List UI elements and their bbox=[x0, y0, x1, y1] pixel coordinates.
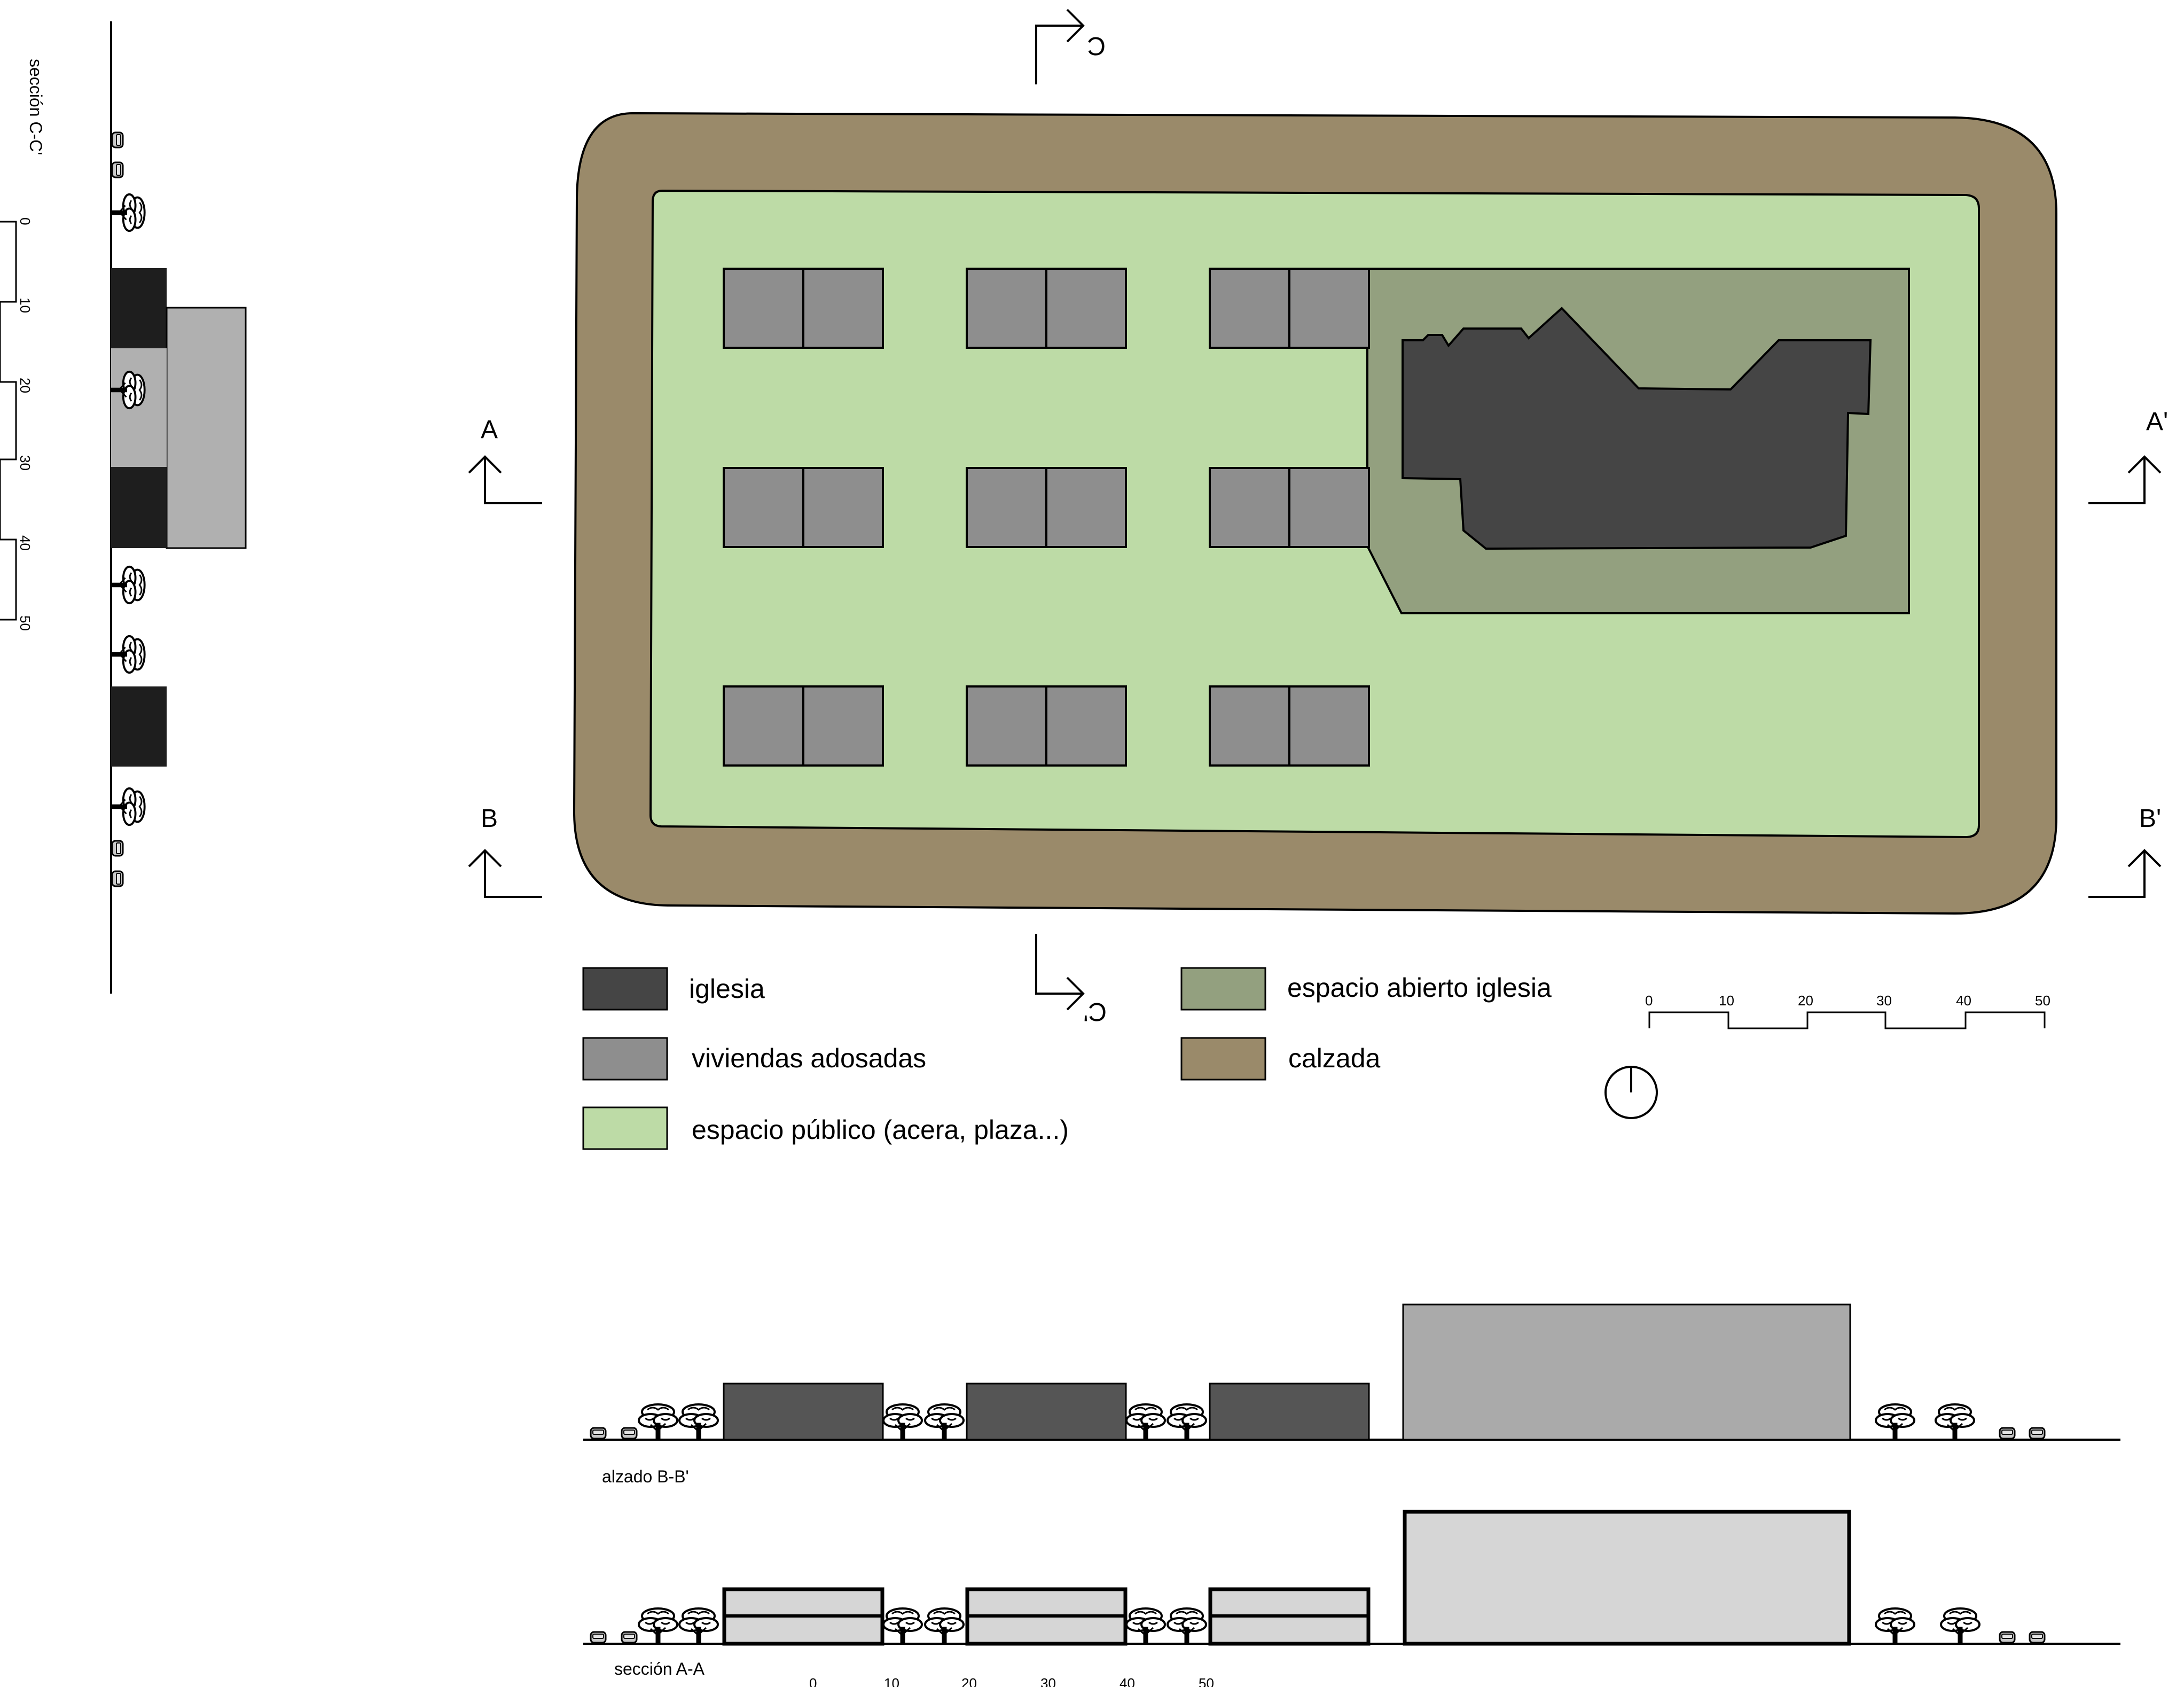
aa-church bbox=[1403, 1510, 1851, 1646]
section-scale-bar: 0 10 20 30 40 50 bbox=[809, 1675, 1214, 1687]
section-arrow-c-prime: C' bbox=[1035, 934, 1107, 1026]
tree-icon bbox=[1875, 1607, 1915, 1645]
legend-swatch-viviendas bbox=[582, 1037, 668, 1081]
scale-tick-label: 50 bbox=[17, 615, 33, 631]
tree-icon bbox=[110, 565, 146, 605]
scale-tick-label: 30 bbox=[1876, 993, 1892, 1009]
car-icon bbox=[621, 1631, 638, 1644]
mark-a: A bbox=[481, 416, 498, 444]
bb-housing-1 bbox=[723, 1383, 884, 1441]
car-icon bbox=[1999, 1427, 2016, 1440]
tree-icon bbox=[1940, 1607, 1981, 1645]
car-icon bbox=[2029, 1427, 2046, 1440]
terraced-housing bbox=[723, 268, 1370, 767]
scale-tick-label: 30 bbox=[17, 455, 33, 471]
section-c-c-drawing: sección C-C' 0 10 20 30 40 50 bbox=[0, 21, 247, 994]
section-arrows: A A' B B' C C' bbox=[468, 9, 2168, 1026]
legend-label-espacio-iglesia: espacio abierto iglesia bbox=[1287, 973, 1552, 1003]
tree-icon bbox=[1935, 1403, 1975, 1441]
tree-icon bbox=[678, 1403, 719, 1441]
bb-housing-2 bbox=[966, 1383, 1127, 1441]
scale-tick-label: 30 bbox=[1040, 1675, 1056, 1687]
scale-tick-label: 20 bbox=[1798, 993, 1813, 1009]
cc-dark-block-2 bbox=[111, 467, 167, 548]
legend-label-espacio-publico: espacio público (acera, plaza...) bbox=[692, 1115, 1069, 1145]
site-plan bbox=[573, 112, 2057, 915]
tree-icon bbox=[1875, 1403, 1915, 1441]
mark-c-prime: C' bbox=[1083, 997, 1107, 1026]
section-cc-scale: 0 10 20 30 40 50 bbox=[0, 217, 33, 631]
section-arrow-a: A bbox=[468, 416, 542, 504]
scale-tick-label: 0 bbox=[809, 1675, 817, 1687]
section-arrow-b: B bbox=[468, 805, 542, 898]
cc-church-block bbox=[166, 307, 247, 549]
cc-dark-block-3 bbox=[111, 686, 167, 767]
legend-swatch-espacio-iglesia bbox=[1180, 967, 1266, 1011]
tree-icon bbox=[882, 1607, 923, 1645]
tree-icon bbox=[924, 1403, 965, 1441]
legend-label-viviendas: viviendas adosadas bbox=[692, 1043, 926, 1073]
section-arrow-b-prime: B' bbox=[2088, 805, 2162, 898]
tree-icon bbox=[110, 635, 146, 674]
legend-label-iglesia: iglesia bbox=[689, 974, 765, 1004]
tree-icon bbox=[1125, 1403, 1166, 1441]
church-building bbox=[1402, 307, 1872, 550]
mark-b-prime: B' bbox=[2139, 805, 2161, 833]
tree-icon bbox=[110, 787, 146, 826]
mark-c: C bbox=[1087, 32, 1106, 60]
cc-dark-block-1 bbox=[111, 268, 167, 348]
scale-tick-label: 0 bbox=[17, 217, 33, 225]
bb-church bbox=[1402, 1303, 1851, 1441]
section-arrow-c: C bbox=[1035, 9, 1106, 84]
bb-label: alzado B-B' bbox=[602, 1467, 689, 1486]
legend-swatch-iglesia bbox=[582, 967, 668, 1011]
scale-tick-label: 0 bbox=[1645, 993, 1653, 1009]
mark-b: B bbox=[481, 805, 498, 833]
tree-icon bbox=[638, 1607, 678, 1645]
scale-tick-label: 40 bbox=[17, 535, 33, 551]
scale-tick-label: 10 bbox=[17, 298, 33, 313]
tree-icon bbox=[1167, 1607, 1207, 1645]
car-icon bbox=[111, 870, 124, 887]
tree-icon bbox=[638, 1403, 678, 1441]
cc-light-block bbox=[111, 348, 167, 467]
car-icon bbox=[111, 131, 124, 149]
tree-icon bbox=[1125, 1607, 1166, 1645]
tree-icon bbox=[924, 1607, 965, 1645]
section-cc-label: sección C-C' bbox=[26, 59, 45, 155]
car-icon bbox=[621, 1427, 638, 1440]
aa-label: sección A-A bbox=[614, 1659, 705, 1678]
car-icon bbox=[111, 161, 124, 178]
legend-swatch-calzada bbox=[1180, 1037, 1266, 1081]
plan-scale-bar: 0 10 20 30 40 50 bbox=[1645, 993, 2050, 1029]
scale-tick-label: 10 bbox=[884, 1675, 899, 1687]
car-icon bbox=[590, 1427, 607, 1440]
section-a-a: sección A-A 0 10 20 30 40 50 bbox=[583, 1510, 2120, 1687]
bb-housing-3 bbox=[1209, 1383, 1370, 1441]
legend-swatch-espacio-publico bbox=[582, 1106, 668, 1150]
elevation-b-b: alzado B-B' bbox=[583, 1303, 2120, 1486]
car-icon bbox=[1999, 1631, 2016, 1644]
scale-tick-label: 50 bbox=[2035, 993, 2050, 1009]
scale-tick-label: 40 bbox=[1120, 1675, 1135, 1687]
tree-icon bbox=[1167, 1403, 1207, 1441]
scale-tick-label: 20 bbox=[961, 1675, 977, 1687]
tree-icon bbox=[882, 1403, 923, 1441]
car-icon bbox=[590, 1631, 607, 1644]
tree-icon bbox=[678, 1607, 719, 1645]
mark-a-prime: A' bbox=[2146, 408, 2168, 436]
legend: iglesia viviendas adosadas espacio públi… bbox=[582, 967, 1552, 1150]
scale-tick-label: 40 bbox=[1956, 993, 1971, 1009]
tree-icon bbox=[110, 193, 146, 232]
section-arrow-a-prime: A' bbox=[2088, 408, 2168, 504]
scale-tick-label: 20 bbox=[17, 378, 33, 393]
scale-tick-label: 10 bbox=[1719, 993, 1734, 1009]
car-icon bbox=[2029, 1631, 2046, 1644]
north-arrow-icon bbox=[1604, 1066, 1658, 1119]
scale-tick-label: 50 bbox=[1199, 1675, 1214, 1687]
legend-label-calzada: calzada bbox=[1288, 1043, 1381, 1073]
car-icon bbox=[111, 840, 124, 857]
